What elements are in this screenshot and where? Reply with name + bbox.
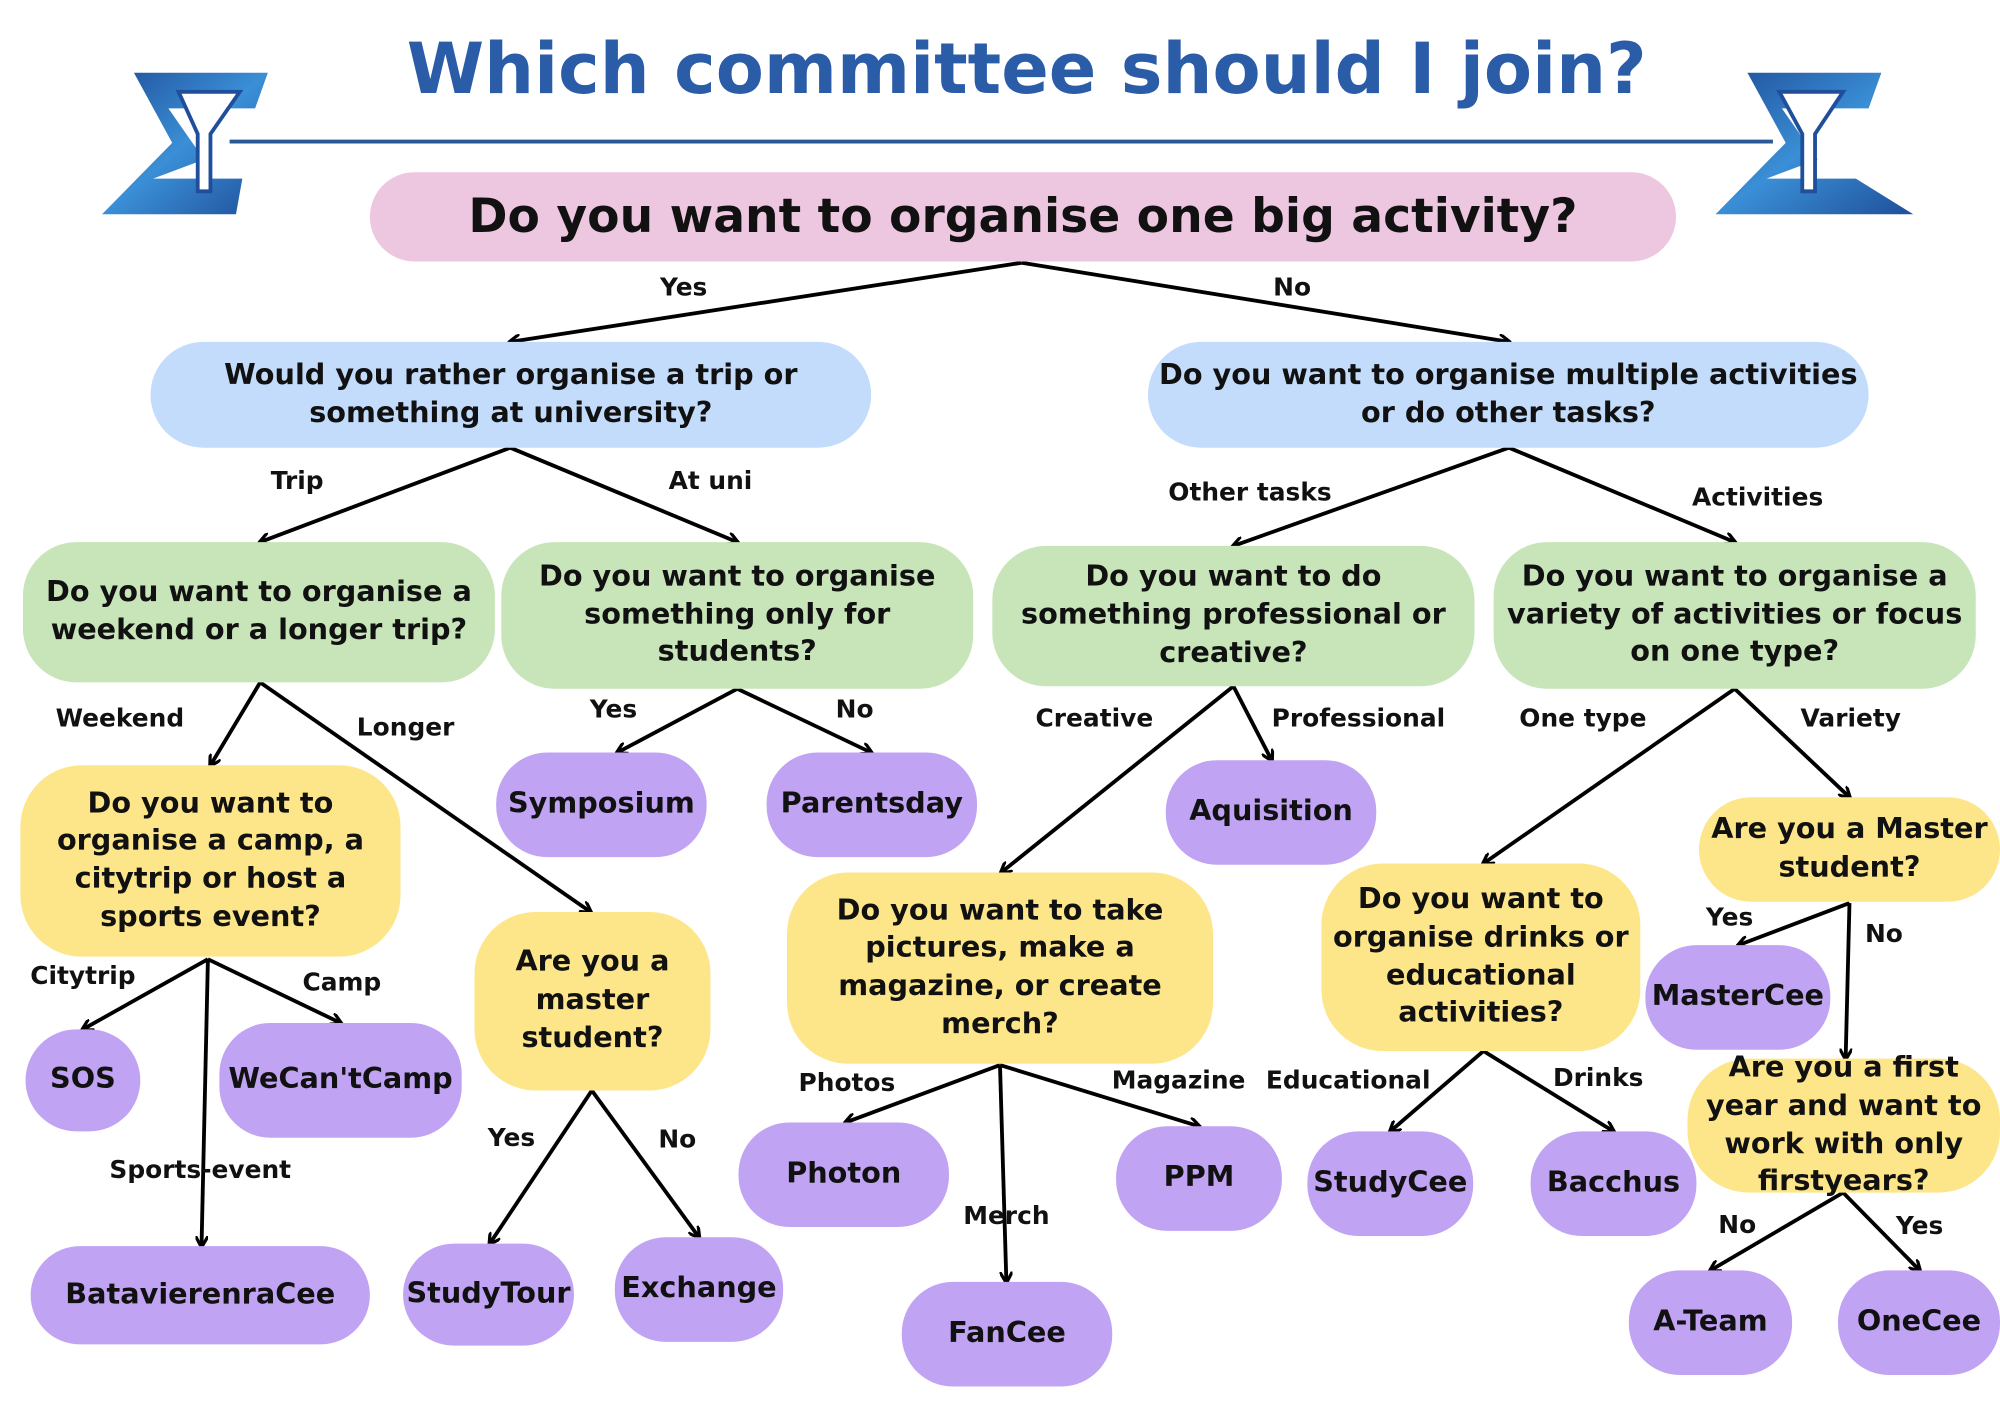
committee-wecantcamp: WeCan'tCamp [219, 1022, 462, 1138]
committee-batavierenracee: BatavierenraCee [30, 1246, 370, 1345]
edge-label: Longer [356, 712, 455, 742]
question-q7: Do you want to organise a camp, a citytr… [20, 765, 401, 957]
logo-right [1715, 72, 1914, 215]
edge-arrow [1846, 903, 1850, 1059]
edge-label: Trip [270, 466, 324, 496]
edge-label: Other tasks [1168, 477, 1332, 508]
edge-label: Photos [798, 1068, 896, 1098]
edge-arrow [1390, 1049, 1485, 1131]
edge-label: Creative [1035, 703, 1154, 733]
question-q8: Are you a master student? [474, 911, 711, 1091]
committee-symposium: Symposium [496, 752, 707, 858]
committee-aquisition: Aquisition [1165, 760, 1377, 865]
edge-arrow [1841, 1191, 1920, 1271]
committee-photon: Photon [738, 1122, 949, 1228]
committee-onecee: OneCee [1837, 1270, 2000, 1375]
edge-arrow [1001, 684, 1235, 872]
edge-label: Drinks [1552, 1063, 1644, 1093]
edge-label: Yes [589, 694, 638, 724]
edge-label: One type [1519, 703, 1647, 733]
question-q4: Do you want to organise something only f… [501, 542, 974, 689]
committee-sos: SOS [25, 1029, 141, 1132]
question-q1: Would you rather organise a trip or some… [150, 341, 872, 448]
committee-mastercee: MasterCee [1645, 945, 1831, 1050]
edge-label: Yes [659, 272, 708, 302]
edge-label: Yes [1705, 902, 1754, 932]
edge-label: No [1718, 1209, 1757, 1240]
edge-arrow [1231, 685, 1271, 760]
edge-arrow [202, 959, 210, 1246]
question-q6: Do you want to organise a variety of act… [1493, 542, 1976, 689]
edge-label: Educational [1265, 1065, 1431, 1096]
edge-arrow [999, 1063, 1199, 1126]
edge-label: Weekend [55, 703, 185, 733]
committee-fancee: FanCee [901, 1281, 1113, 1387]
edge-arrow [1021, 260, 1509, 342]
edge-label: Citytrip [30, 961, 136, 991]
committee-parentsday: Parentsday [766, 752, 978, 858]
edge-arrow [260, 445, 511, 542]
edge-arrow [736, 687, 871, 753]
edge-arrow [83, 957, 209, 1029]
edge-arrow [259, 680, 590, 912]
edge-arrow [1710, 1190, 1845, 1271]
edge-arrow [1233, 445, 1510, 546]
edge-arrow [1483, 687, 1736, 864]
edge-label: Activities [1692, 482, 1824, 513]
edge-label: No [658, 1124, 697, 1154]
edge-arrow [207, 957, 341, 1023]
edge-label: Yes [1895, 1211, 1944, 1241]
committee-ateam: A-Team [1628, 1270, 1793, 1375]
committee-ppm: PPM [1116, 1126, 1282, 1231]
edge-label: Magazine [1111, 1065, 1246, 1096]
question-q11: Are you a Master student? [1698, 797, 2000, 902]
edge-arrow [1733, 687, 1850, 797]
edge-arrow [846, 1063, 1001, 1122]
question-q9: Do you want to take pictures, make a mag… [786, 872, 1214, 1064]
edge-arrow [998, 1064, 1006, 1282]
edge-label: No [1273, 272, 1312, 302]
question-q0: Do you want to organise one big activity… [369, 172, 1677, 262]
edge-label: No [835, 694, 874, 724]
edge-label: Professional [1271, 703, 1446, 733]
edge-arrow [510, 260, 1022, 342]
edge-label: At uni [668, 466, 753, 496]
edge-label: No [1864, 918, 1903, 949]
edge-arrow [1508, 445, 1735, 542]
edge-label: Camp [302, 967, 382, 997]
question-q2: Do you want to organise multiple activit… [1147, 341, 1869, 448]
edge-arrow [590, 1089, 699, 1238]
edge-label: Sports-event [109, 1154, 292, 1185]
question-q5: Do you want to do something professional… [992, 545, 1475, 687]
committee-studycee: StudyCee [1307, 1131, 1474, 1236]
edge-arrow [490, 1089, 594, 1244]
logo-left [102, 72, 268, 215]
committee-exchange: Exchange [614, 1237, 784, 1342]
edge-arrow [210, 681, 262, 765]
edge-label: Merch [963, 1200, 1050, 1231]
question-q12: Are you a first year and want to work wi… [1687, 1051, 2000, 1198]
committee-bacchus: Bacchus [1530, 1131, 1697, 1236]
page-title: Which committee should I join? [406, 28, 1647, 110]
edge-label: Yes [487, 1123, 536, 1153]
edge-arrow [509, 445, 737, 542]
edge-label: Variety [1800, 703, 1901, 733]
edge-arrow [1482, 1049, 1613, 1131]
committee-studytour: StudyTour [403, 1243, 574, 1346]
edge-arrow [1739, 901, 1851, 945]
question-q3: Do you want to organise a weekend or a l… [22, 542, 495, 683]
question-q10: Do you want to organise drinks or educat… [1321, 863, 1641, 1052]
edge-arrow [617, 687, 739, 753]
